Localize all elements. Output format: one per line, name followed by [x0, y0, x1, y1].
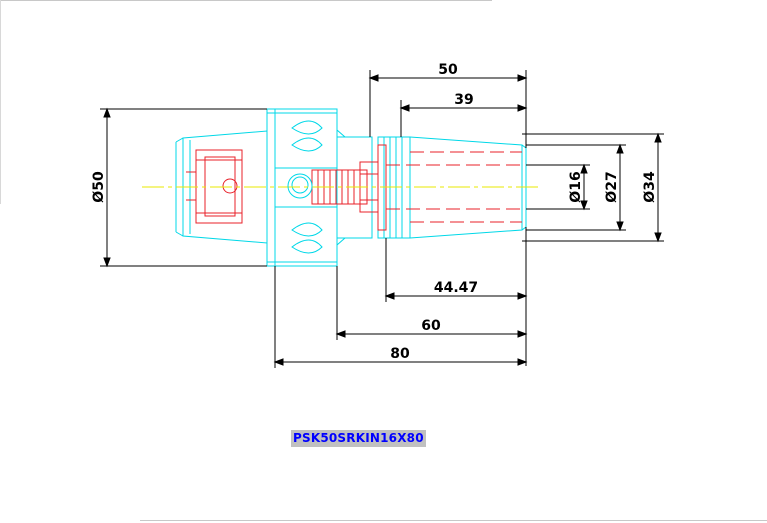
coolant-port: [222, 178, 238, 194]
canvas-bottom-edge: [140, 520, 767, 521]
dim-39: 39: [454, 92, 473, 108]
bore-hidden-lines: [386, 151, 522, 223]
dim-50: 50: [438, 62, 458, 78]
wedge-top: [291, 120, 323, 135]
dim-44-47: 44.47: [434, 280, 478, 296]
dim-dia-50: Ø50: [91, 171, 107, 203]
dim-60: 60: [421, 318, 441, 334]
dim-dia-27: Ø27: [604, 171, 620, 202]
canvas-top-edge: [0, 0, 492, 1]
part-number-label: PSK50SRKIN16X80: [291, 430, 426, 447]
dim-80: 80: [390, 346, 410, 362]
canvas-left-edge: [0, 0, 1, 204]
dim-dia-34: Ø34: [642, 171, 658, 203]
ball-detail: [287, 173, 313, 199]
dim-dia-16: Ø16: [568, 171, 584, 202]
wedge-bottom: [291, 222, 323, 237]
dimension-lines: [100, 70, 664, 368]
